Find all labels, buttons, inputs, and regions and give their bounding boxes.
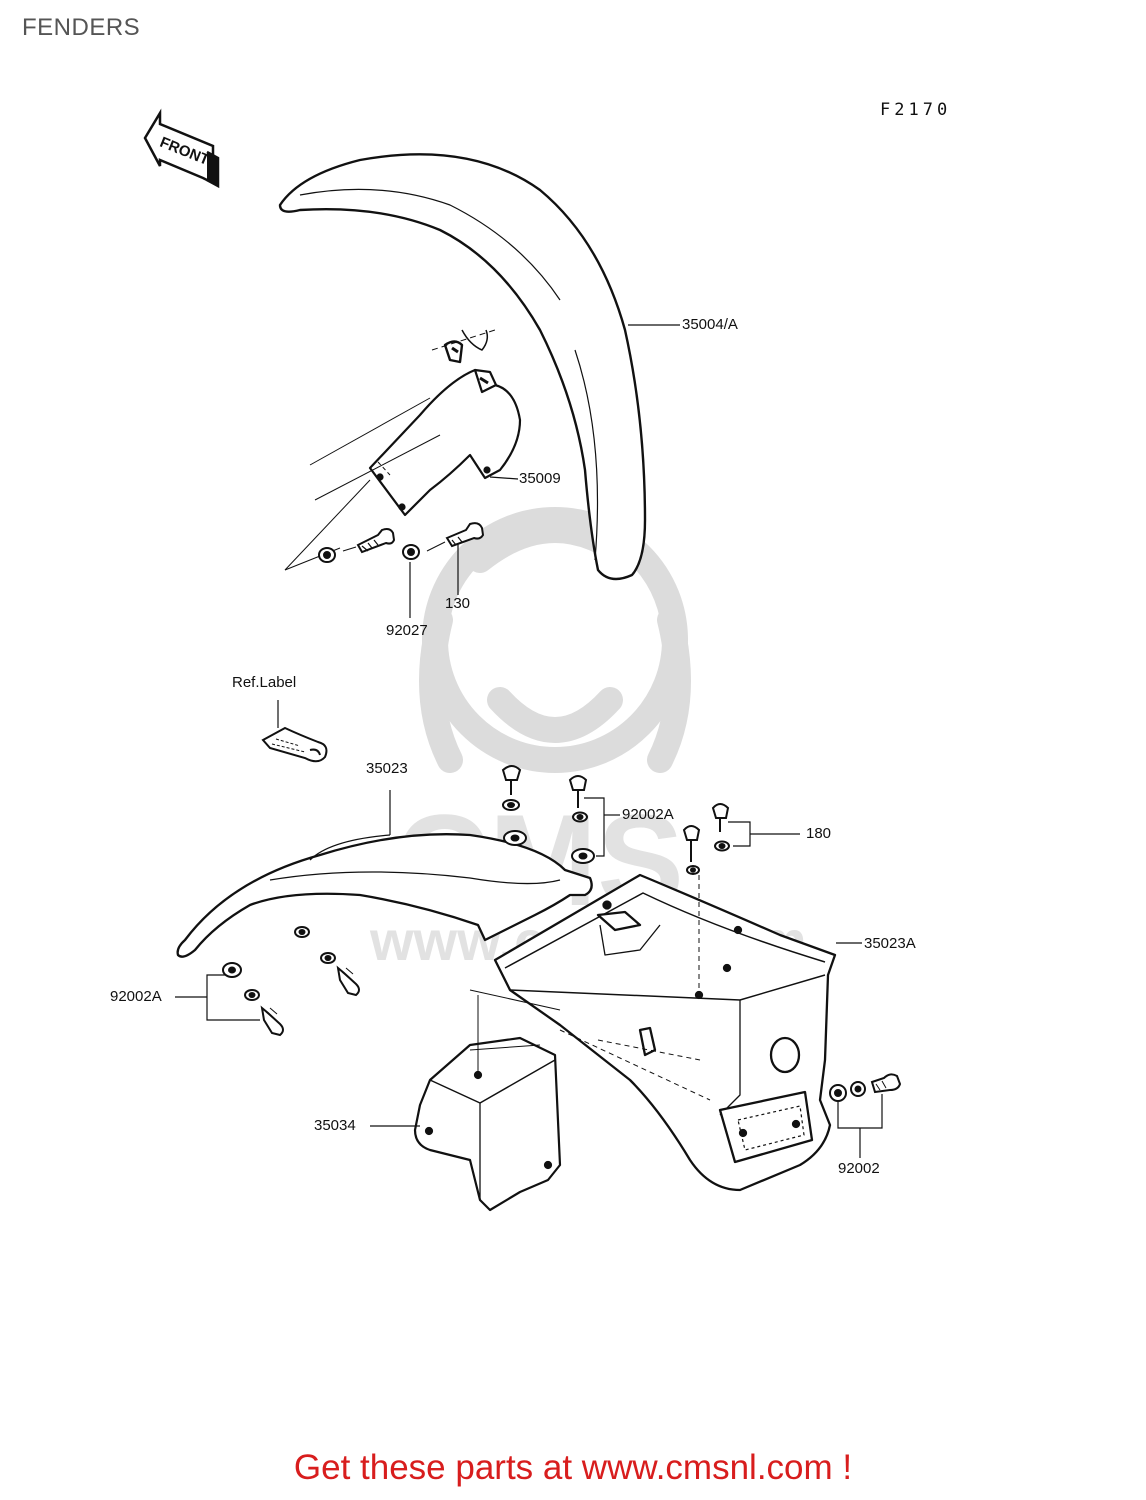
callout-92002: 92002 xyxy=(838,1160,880,1177)
rear-end-fasteners xyxy=(829,1073,902,1158)
callout-92027: 92027 xyxy=(386,622,428,639)
callout-92002a-upper: 92002A xyxy=(622,806,674,823)
callout-92002a-lower: 92002A xyxy=(110,988,162,1005)
callout-35023: 35023 xyxy=(366,760,408,777)
callout-35034: 35034 xyxy=(314,1117,356,1134)
rear-fender-cover xyxy=(370,995,562,1212)
rear-lower-fasteners xyxy=(175,962,284,1037)
front-leader-lines xyxy=(409,324,680,618)
callout-ref-label: Ref.Label xyxy=(232,674,297,691)
rear-fender-rear xyxy=(493,873,862,1192)
figure-code: F2170 xyxy=(880,100,952,120)
front-assembly-lines xyxy=(284,397,441,571)
front-direction-arrow: FRONT xyxy=(143,108,220,189)
front-fender-bracket xyxy=(368,368,522,517)
ref-label-sticker xyxy=(261,700,328,763)
footer-banner: Get these parts at www.cmsnl.com ! xyxy=(293,1448,853,1487)
callout-35009: 35009 xyxy=(519,470,561,487)
callout-35004a: 35004/A xyxy=(682,316,738,333)
front-fender xyxy=(278,153,647,581)
callout-35023a: 35023A xyxy=(864,935,916,952)
front-fender-centerline xyxy=(431,329,496,351)
callout-180: 180 xyxy=(806,825,832,842)
rear-assembly-lines xyxy=(469,989,711,1101)
rear-upper-fasteners xyxy=(294,765,800,997)
callout-130: 130 xyxy=(445,595,471,612)
front-fender-fasteners xyxy=(318,522,485,563)
page-title: FENDERS xyxy=(22,14,141,41)
